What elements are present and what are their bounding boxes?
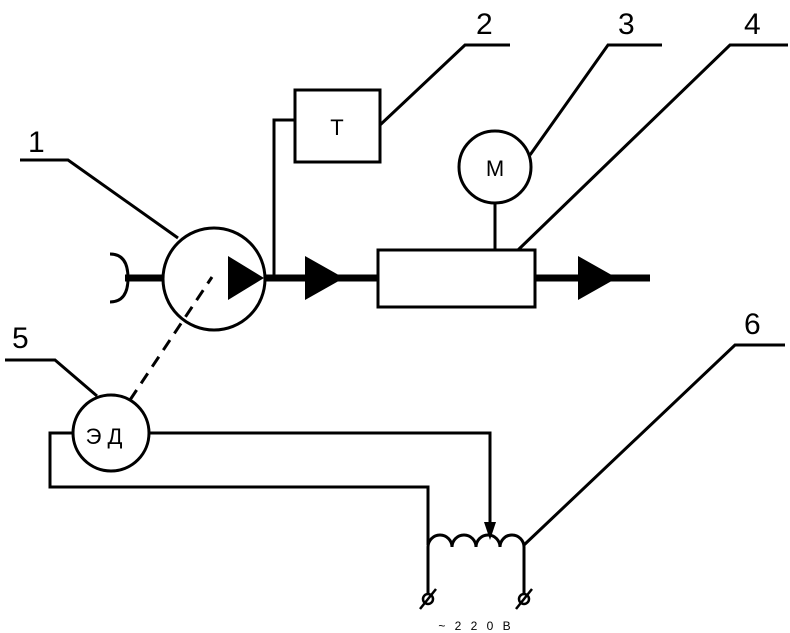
motor-coupling-dashed [128, 276, 214, 401]
tank-connection-line [272, 118, 295, 278]
wiper-arrow-icon [484, 522, 496, 540]
supply-label: ~ 2 2 0 В [438, 619, 513, 633]
callout-6: 6 [744, 308, 761, 341]
callout-1: 1 [28, 126, 45, 159]
motor-wire-bottom [48, 431, 430, 545]
inlet-cup [109, 252, 130, 304]
pump-circle [161, 226, 267, 332]
tank-label: Т [330, 115, 343, 140]
device-rectangle [376, 248, 537, 309]
pump-arrow-icon [228, 256, 264, 300]
tank-box [293, 88, 382, 164]
terminal-left-icon [419, 588, 437, 610]
meter-label: М [486, 156, 504, 181]
motor-wire-top [149, 431, 492, 535]
callout-5: 5 [12, 322, 29, 355]
callout-3: 3 [618, 8, 635, 41]
callout-2: 2 [476, 8, 493, 41]
flow-arrow-icon [305, 256, 344, 300]
terminal-right-icon [515, 588, 533, 610]
transformer-coil [426, 533, 526, 548]
leader-lines [5, 43, 788, 547]
motor-label: Э Д [86, 424, 123, 449]
callout-4: 4 [744, 8, 761, 41]
flow-arrow-icon [578, 256, 617, 300]
